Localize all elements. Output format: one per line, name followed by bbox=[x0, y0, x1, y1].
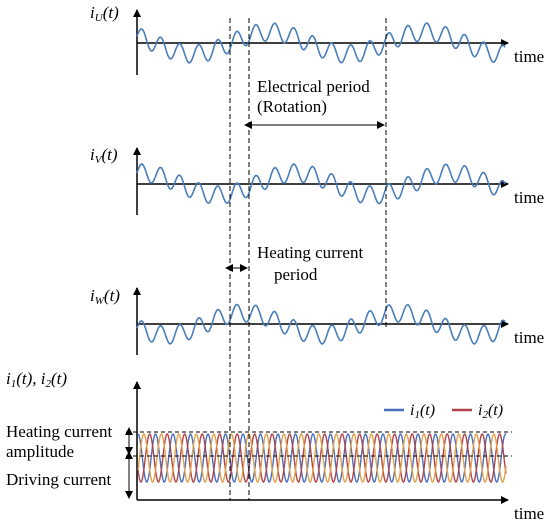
heating-amplitude-label-line1: Heating current bbox=[6, 422, 112, 441]
plot-w: iW(t) time bbox=[90, 286, 544, 355]
plot-v-waveform bbox=[136, 163, 506, 205]
plot-u-waveform bbox=[136, 22, 506, 64]
bottom-wave-i3 bbox=[137, 433, 507, 483]
legend-i1-label: i1(t) bbox=[410, 402, 435, 421]
plot-v-x-label: time bbox=[514, 188, 544, 207]
heating-period-label-line1: Heating current bbox=[257, 243, 363, 262]
plot-v-y-label: iV(t) bbox=[90, 145, 118, 166]
plot-w-x-label: time bbox=[514, 328, 544, 347]
bottom-waveforms bbox=[137, 433, 507, 483]
heating-period-label-line2: period bbox=[274, 265, 318, 284]
electrical-period-label-line1: Electrical period bbox=[257, 77, 370, 96]
plot-w-y-label: iW(t) bbox=[90, 286, 120, 307]
plot-bottom: i1(t), i2(t) time Heating current amplit… bbox=[6, 369, 544, 523]
plot-w-waveform bbox=[136, 303, 506, 345]
plot-bottom-x-label: time bbox=[514, 504, 544, 523]
bottom-wave-i1 bbox=[137, 433, 507, 483]
plot-u: iU(t) time bbox=[90, 3, 544, 75]
plot-u-y-label: iU(t) bbox=[90, 3, 119, 24]
legend: i1(t) i2(t) bbox=[384, 402, 503, 421]
legend-i2-label: i2(t) bbox=[478, 402, 503, 421]
heating-amplitude-label-line2: amplitude bbox=[6, 442, 74, 461]
plot-v: iV(t) time bbox=[90, 145, 544, 215]
driving-current-label: Driving current bbox=[6, 470, 112, 489]
electrical-period-label-line2: (Rotation) bbox=[257, 97, 327, 116]
plot-u-x-label: time bbox=[514, 47, 544, 66]
plot-bottom-y-label: i1(t), i2(t) bbox=[6, 369, 67, 390]
